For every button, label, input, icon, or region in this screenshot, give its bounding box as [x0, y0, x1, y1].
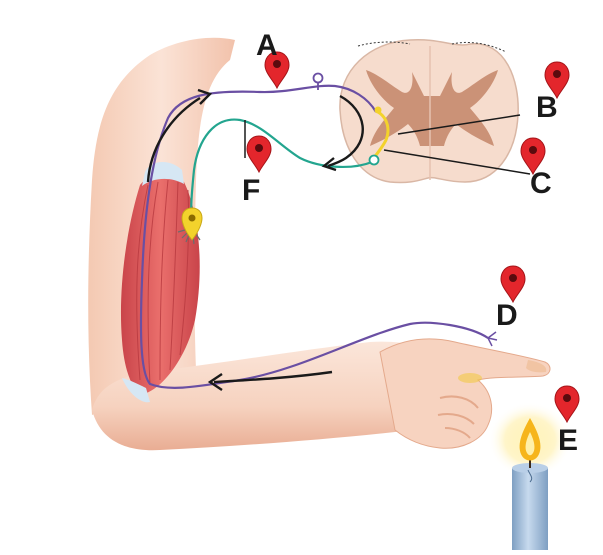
- ascending-signal-arrow: [146, 96, 201, 183]
- spinal-cord-cross-section: [339, 39, 519, 184]
- sensory-receptor: [487, 331, 498, 347]
- label-f: F: [242, 174, 260, 207]
- forearm-signal-arrow: [213, 370, 333, 384]
- candle-flame-icon: [488, 402, 572, 550]
- dorsal-root-ganglion: [312, 72, 324, 84]
- leader-lines: [244, 114, 531, 175]
- motor-neuron: [190, 118, 373, 229]
- label-e: E: [558, 424, 578, 457]
- neuromuscular-junction: [177, 207, 203, 245]
- forearm: [92, 341, 460, 451]
- label-b: B: [536, 91, 558, 124]
- map-pin-icon-f: [246, 135, 272, 173]
- label-a: A: [256, 29, 278, 62]
- spinal-cord-arrow: [327, 94, 364, 168]
- interneuron: [372, 110, 390, 159]
- label-d: D: [496, 299, 518, 332]
- sensory-neuron: [139, 84, 489, 389]
- motor-neuron-cell-body: [368, 154, 380, 166]
- map-pin-icon-d: [500, 265, 526, 303]
- label-c: C: [530, 167, 552, 200]
- signal-direction-arrows: [146, 88, 364, 391]
- leader-line-c: [383, 149, 531, 175]
- leader-line-b: [397, 114, 521, 135]
- hand: [379, 338, 551, 449]
